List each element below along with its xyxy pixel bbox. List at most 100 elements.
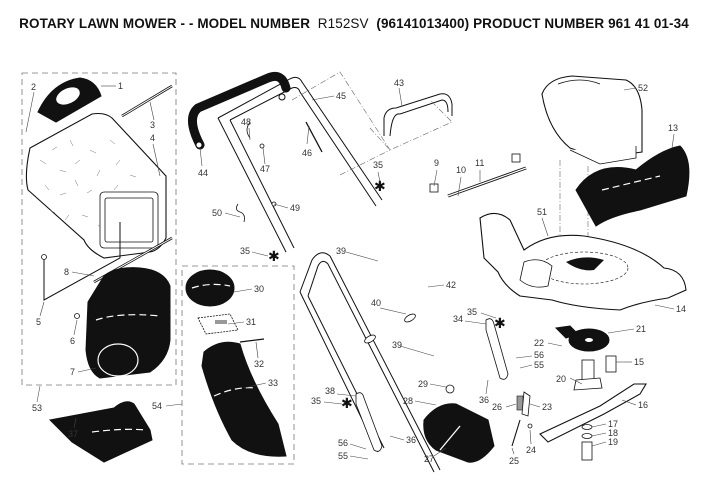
callout-33: 33	[268, 378, 278, 388]
callout-8: 8	[64, 267, 69, 277]
callout-52: 52	[638, 83, 648, 93]
callout-55-left: 55	[338, 451, 348, 461]
spring-part	[516, 395, 524, 411]
star-knob-icon[interactable]: ✱	[341, 395, 353, 411]
bag-frame-handle-eye	[41, 254, 47, 260]
side-discharge-group	[423, 384, 533, 463]
callout-6: 6	[70, 336, 75, 346]
callout-42: 42	[446, 280, 456, 290]
pin-part	[239, 338, 265, 343]
star-knob-icon[interactable]: ✱	[268, 248, 280, 264]
callout-2: 2	[31, 82, 36, 92]
blade-adapter-base	[573, 377, 603, 391]
callout-15: 15	[634, 357, 644, 367]
blade-assembly	[539, 325, 647, 461]
callout-10: 10	[456, 165, 466, 175]
diagram-title: ROTARY LAWN MOWER - - MODEL NUMBER R152S…	[0, 16, 708, 31]
lock-washer-part	[581, 433, 593, 439]
callout-26: 26	[492, 402, 502, 412]
deck-rear-opening	[519, 259, 553, 288]
callout-49: 49	[290, 203, 300, 213]
callouts: 1 2 3 4 5 6 7 8 9 10 11 13 14 15 16 17 1…	[25, 78, 686, 466]
engine-group	[541, 75, 643, 250]
bolt-part	[429, 183, 439, 193]
hinge-bracket-slot	[215, 320, 227, 324]
callout-16: 16	[638, 400, 648, 410]
guard-plate-tab	[554, 325, 579, 339]
callout-56-right: 56	[534, 350, 544, 360]
callout-39-top: 39	[336, 246, 346, 256]
control-bar-guide	[369, 99, 453, 151]
axle-group	[429, 153, 527, 198]
adjuster-rod-part	[511, 419, 521, 447]
blade-adapter-part	[581, 359, 595, 381]
rear-deflector-part	[575, 145, 690, 227]
callout-51: 51	[537, 207, 547, 217]
callout-46: 46	[302, 148, 312, 158]
callout-36-right: 36	[479, 395, 489, 405]
mulching-kit-group	[48, 265, 295, 465]
callout-1: 1	[118, 81, 123, 91]
mulch-deflector-seam	[91, 428, 147, 433]
grass-catcher-kit-group	[21, 72, 177, 386]
rod-highlight	[121, 85, 173, 117]
callout-39-middle: 39	[392, 340, 402, 350]
callout-35-right: 35	[467, 307, 477, 317]
clip-part	[74, 313, 80, 319]
callout-3: 3	[150, 120, 155, 130]
upper-handle-part	[217, 76, 383, 207]
callout-29: 29	[418, 379, 428, 389]
star-knob-icon[interactable]: ✱	[374, 178, 386, 194]
callout-43: 43	[394, 78, 404, 88]
grass-bag-cover-opening	[56, 87, 80, 105]
callout-35-bottom: 35	[311, 396, 321, 406]
deck-group	[479, 212, 687, 311]
housing-seam	[95, 314, 161, 321]
callout-37: 37	[68, 429, 78, 439]
cable-tie-part-2	[364, 334, 376, 344]
blade-bolt-part	[581, 441, 593, 461]
callout-48: 48	[241, 117, 251, 127]
callout-35-left: 35	[240, 246, 250, 256]
callout-44: 44	[198, 168, 208, 178]
handle-bracket-right-part	[485, 318, 509, 380]
callout-27: 27	[424, 454, 434, 464]
lower-handle-part	[299, 252, 441, 473]
callout-54: 54	[152, 401, 162, 411]
screw-part	[259, 143, 265, 149]
title-prefix: ROTARY LAWN MOWER - - MODEL NUMBER	[19, 16, 311, 31]
control-bar-part	[383, 93, 453, 137]
cable-tie-part	[404, 313, 416, 323]
callout-11: 11	[475, 158, 484, 168]
grass-catcher-kit-boundary	[21, 72, 177, 386]
star-knob-icon[interactable]: ✱	[494, 315, 506, 331]
callout-19: 19	[608, 437, 618, 447]
model-number: R152SV	[317, 16, 369, 31]
callout-55-right: 55	[534, 360, 544, 370]
callout-53: 53	[32, 403, 42, 413]
height-adjuster-part	[521, 391, 531, 417]
callout-36-left: 36	[406, 435, 416, 445]
knob-part	[445, 384, 455, 394]
callout-4: 4	[150, 133, 155, 143]
grip-part	[188, 71, 291, 150]
callout-35-top: 35	[373, 160, 383, 170]
mulching-kit-boundary	[181, 265, 295, 465]
callout-5: 5	[36, 317, 41, 327]
discharge-tube-seam	[213, 387, 257, 397]
engine-fins	[557, 79, 601, 85]
axle-highlight	[447, 167, 527, 197]
callout-25: 25	[509, 456, 519, 466]
callout-17: 17	[608, 419, 618, 429]
bolt-part-2	[511, 153, 521, 163]
side-discharge-arrow-icon	[439, 425, 461, 451]
callout-23: 23	[542, 402, 552, 412]
callout-40: 40	[371, 298, 381, 308]
discharge-tube-part	[201, 341, 287, 457]
deck-center-opening	[566, 257, 604, 271]
grass-catcher-housing-opening	[97, 343, 139, 377]
nut-part-24	[527, 423, 533, 429]
mulch-plug-part	[185, 269, 235, 307]
